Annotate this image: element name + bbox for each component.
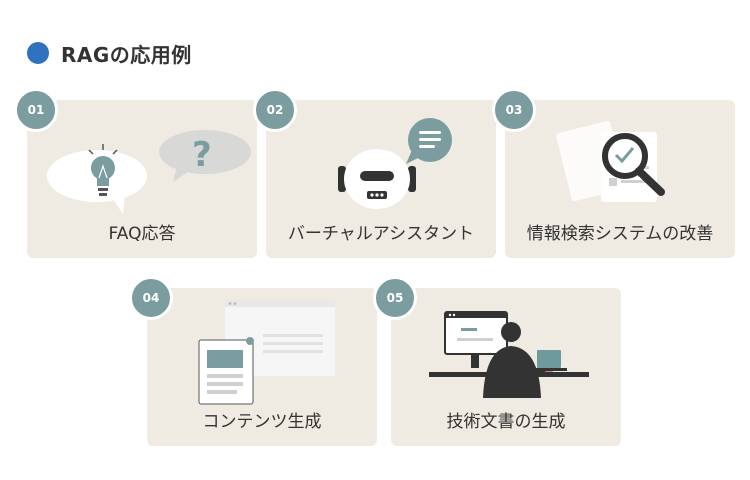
card-label: コンテンツ生成 (202, 412, 322, 432)
section-header: RAGの応用例 (27, 38, 192, 68)
card-search-improvement: 情報検索システムの改善 (505, 100, 735, 258)
document-card-icon (198, 337, 254, 405)
robot-head-icon (338, 149, 416, 209)
question-bubble-icon: ? (159, 130, 251, 182)
virtual-assistant-illustration (338, 118, 452, 209)
chat-bubble-icon (406, 118, 452, 164)
section-title: RAGの応用例 (61, 42, 192, 67)
faq-illustration: ? (47, 130, 251, 214)
technical-docs-illustration (429, 311, 589, 398)
card-label: FAQ応答 (108, 224, 176, 244)
card-content-generation: コンテンツ生成 (147, 288, 377, 446)
badge-05: 05 (373, 276, 417, 320)
badge-04: 04 (129, 276, 173, 320)
magnifier-icon (602, 133, 665, 196)
search-improvement-illustration (556, 120, 665, 202)
lightbulb-bubble-icon (47, 144, 147, 214)
laptop-icon (531, 350, 567, 371)
header-dot-icon (27, 42, 49, 64)
monitor-icon (444, 311, 508, 368)
card-faq: ? FAQ応答 (27, 100, 257, 258)
badge-01: 01 (14, 88, 58, 132)
badge-03: 03 (492, 88, 536, 132)
card-virtual-assistant: バーチャルアシスタント (266, 100, 496, 258)
card-technical-docs: 技術文書の生成 (391, 288, 621, 446)
content-generation-illustration (198, 300, 335, 405)
card-label: バーチャルアシスタント (287, 224, 475, 244)
card-label: 情報検索システムの改善 (526, 224, 714, 244)
card-label: 技術文書の生成 (446, 412, 566, 432)
badge-02: 02 (253, 88, 297, 132)
svg-text:?: ? (192, 135, 212, 175)
desk (429, 372, 589, 377)
